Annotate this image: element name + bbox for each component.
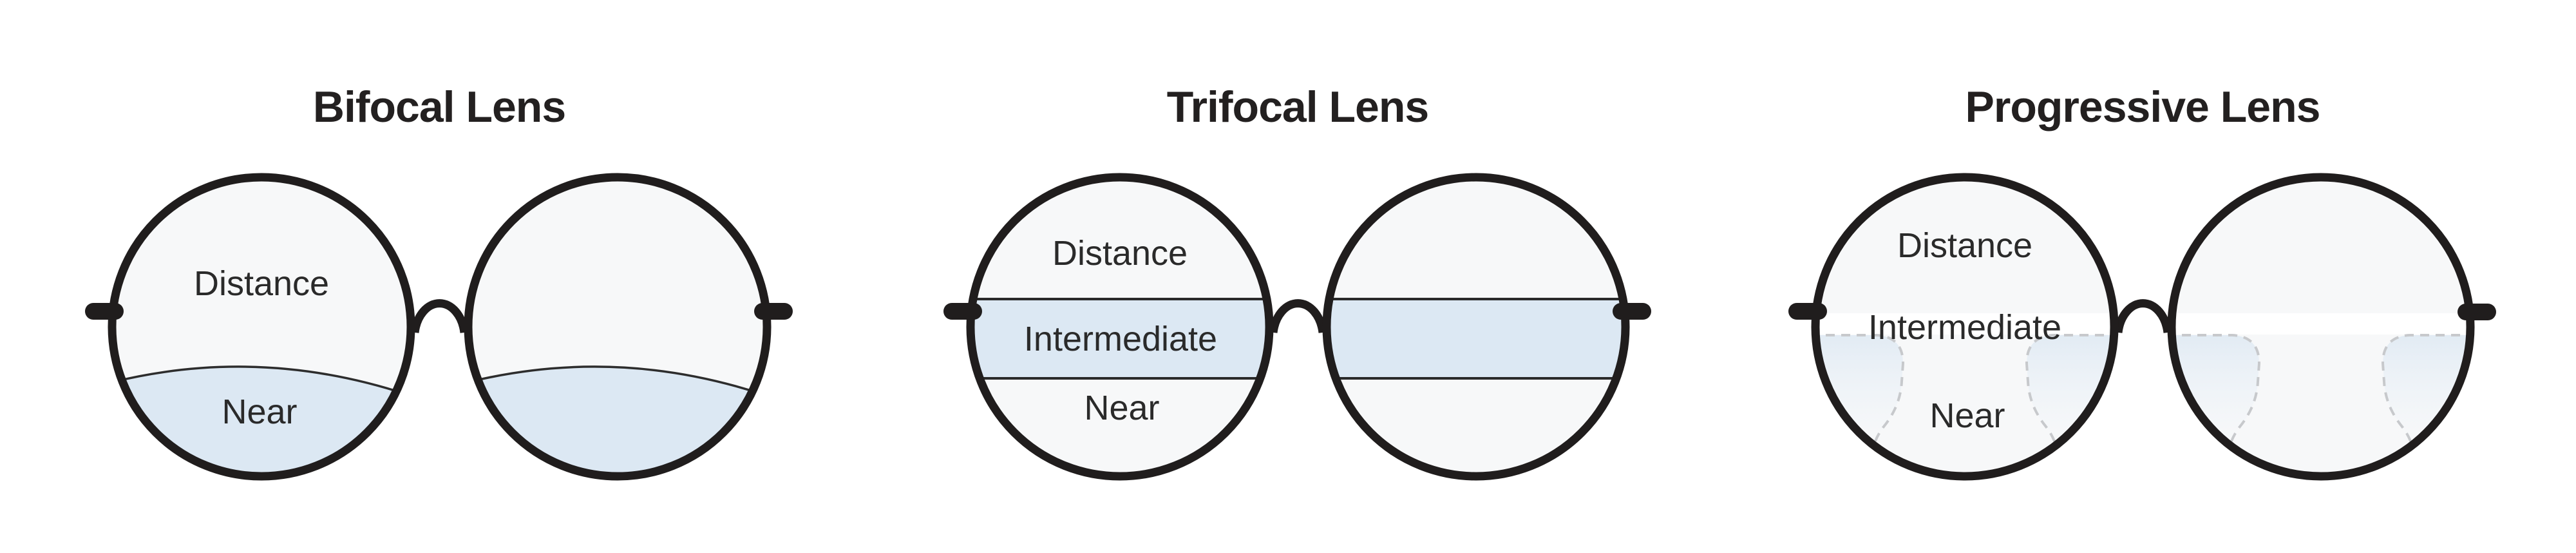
bridge [2114,299,2172,333]
corridor-highlight [1819,313,2110,335]
bifocal-title: Bifocal Lens [312,82,566,131]
progressive-right-lens [2167,173,2475,481]
progressive-near-label: Near [1929,396,2005,435]
intermediate-band [974,299,1265,378]
progressive-title: Progressive Lens [1965,82,2321,131]
intermediate-band [1331,299,1622,378]
trifocal-left-lens [966,173,1274,481]
lens-frame [464,173,772,481]
corridor-highlight [2175,313,2467,335]
temple-hinge-right [2458,304,2496,320]
trifocal-glasses [943,173,1651,481]
bifocal-distance-label: Distance [193,264,330,303]
lens-frame [1811,173,2119,481]
bifocal-right-lens [464,173,772,481]
corridor-dashed-line-right [2025,334,2110,458]
bridge [410,299,469,333]
trifocal-near-label: Near [1084,389,1160,427]
temple-hinge-right [1613,303,1651,320]
temple-hinge-left [1788,303,1827,320]
lens-frame [966,173,1274,481]
bifocal-near-label: Near [222,393,298,431]
corridor-dashed-line-right [2381,334,2467,458]
bifocal-glasses [85,173,793,481]
corridor-dashed-line-left [1819,334,1905,458]
trifocal-intermediate-label: Intermediate [1023,320,1218,358]
lens-frame [1322,173,1630,481]
lens-frame [108,173,415,481]
temple-hinge-left [85,303,124,320]
bridge [1269,299,1327,333]
corridor-dashed-line-left [2175,334,2261,458]
progressive-distance-label: Distance [1897,226,2033,265]
trifocal-right-lens [1322,173,1630,481]
bifocal-segment-line [472,365,763,397]
bifocal-left-lens [108,173,415,481]
temple-hinge-left [943,303,982,320]
bifocal-segment-line [116,365,407,397]
lens-frame [2167,173,2475,481]
temple-hinge-right [754,303,793,320]
progressive-intermediate-label: Intermediate [1868,308,2062,347]
trifocal-distance-label: Distance [1052,234,1188,273]
trifocal-title: Trifocal Lens [1166,82,1429,131]
